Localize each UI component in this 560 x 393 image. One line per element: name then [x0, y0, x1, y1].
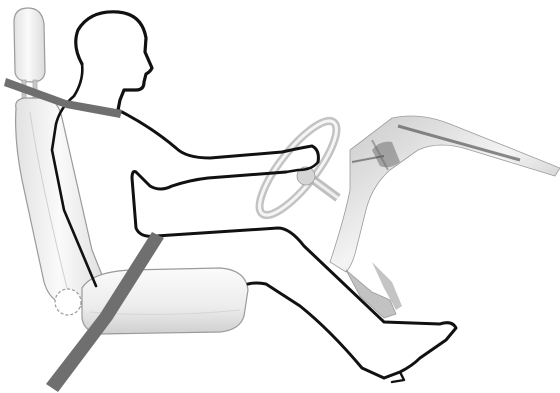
recline-knob — [55, 289, 81, 315]
dashboard — [330, 116, 560, 272]
steering-wheel — [248, 111, 348, 225]
pedals — [346, 262, 402, 318]
